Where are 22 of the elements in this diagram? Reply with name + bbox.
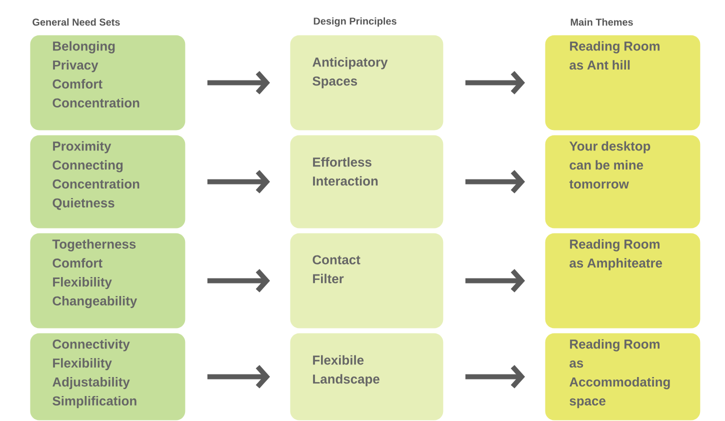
theme-box: Reading Room as Ant hill (545, 35, 700, 130)
arrow (465, 365, 525, 388)
theme-box: Reading Room as Accommodating space (545, 333, 700, 420)
arrow (465, 269, 525, 292)
column-heading: General Need Sets (32, 18, 120, 26)
column-heading: Main Themes (570, 18, 633, 26)
principle-box: Contact Filter (290, 233, 444, 328)
arrow (207, 269, 270, 292)
arrow (465, 71, 525, 94)
theme-box: Reading Room as Amphiteatre (545, 233, 700, 328)
need-box: Belonging Privacy Comfort Concentration (30, 35, 186, 130)
need-box: Proximity Connecting Concentration Quietness (30, 135, 186, 228)
arrow (207, 170, 270, 194)
arrow (465, 170, 525, 194)
principle-box: Effortless Interaction (290, 135, 444, 228)
need-box: Togetherness Comfort Flexibility Changeability (30, 233, 186, 328)
principle-box: Anticipatory Spaces (290, 35, 444, 130)
need-box: Connectivity Flexibility Adjustability Simplification (30, 333, 186, 420)
theme-box: Your desktop can be mine tomorrow (545, 135, 700, 228)
principle-box: Flexibile Landscape (290, 333, 444, 420)
arrow (207, 71, 270, 94)
arrow (207, 365, 270, 388)
